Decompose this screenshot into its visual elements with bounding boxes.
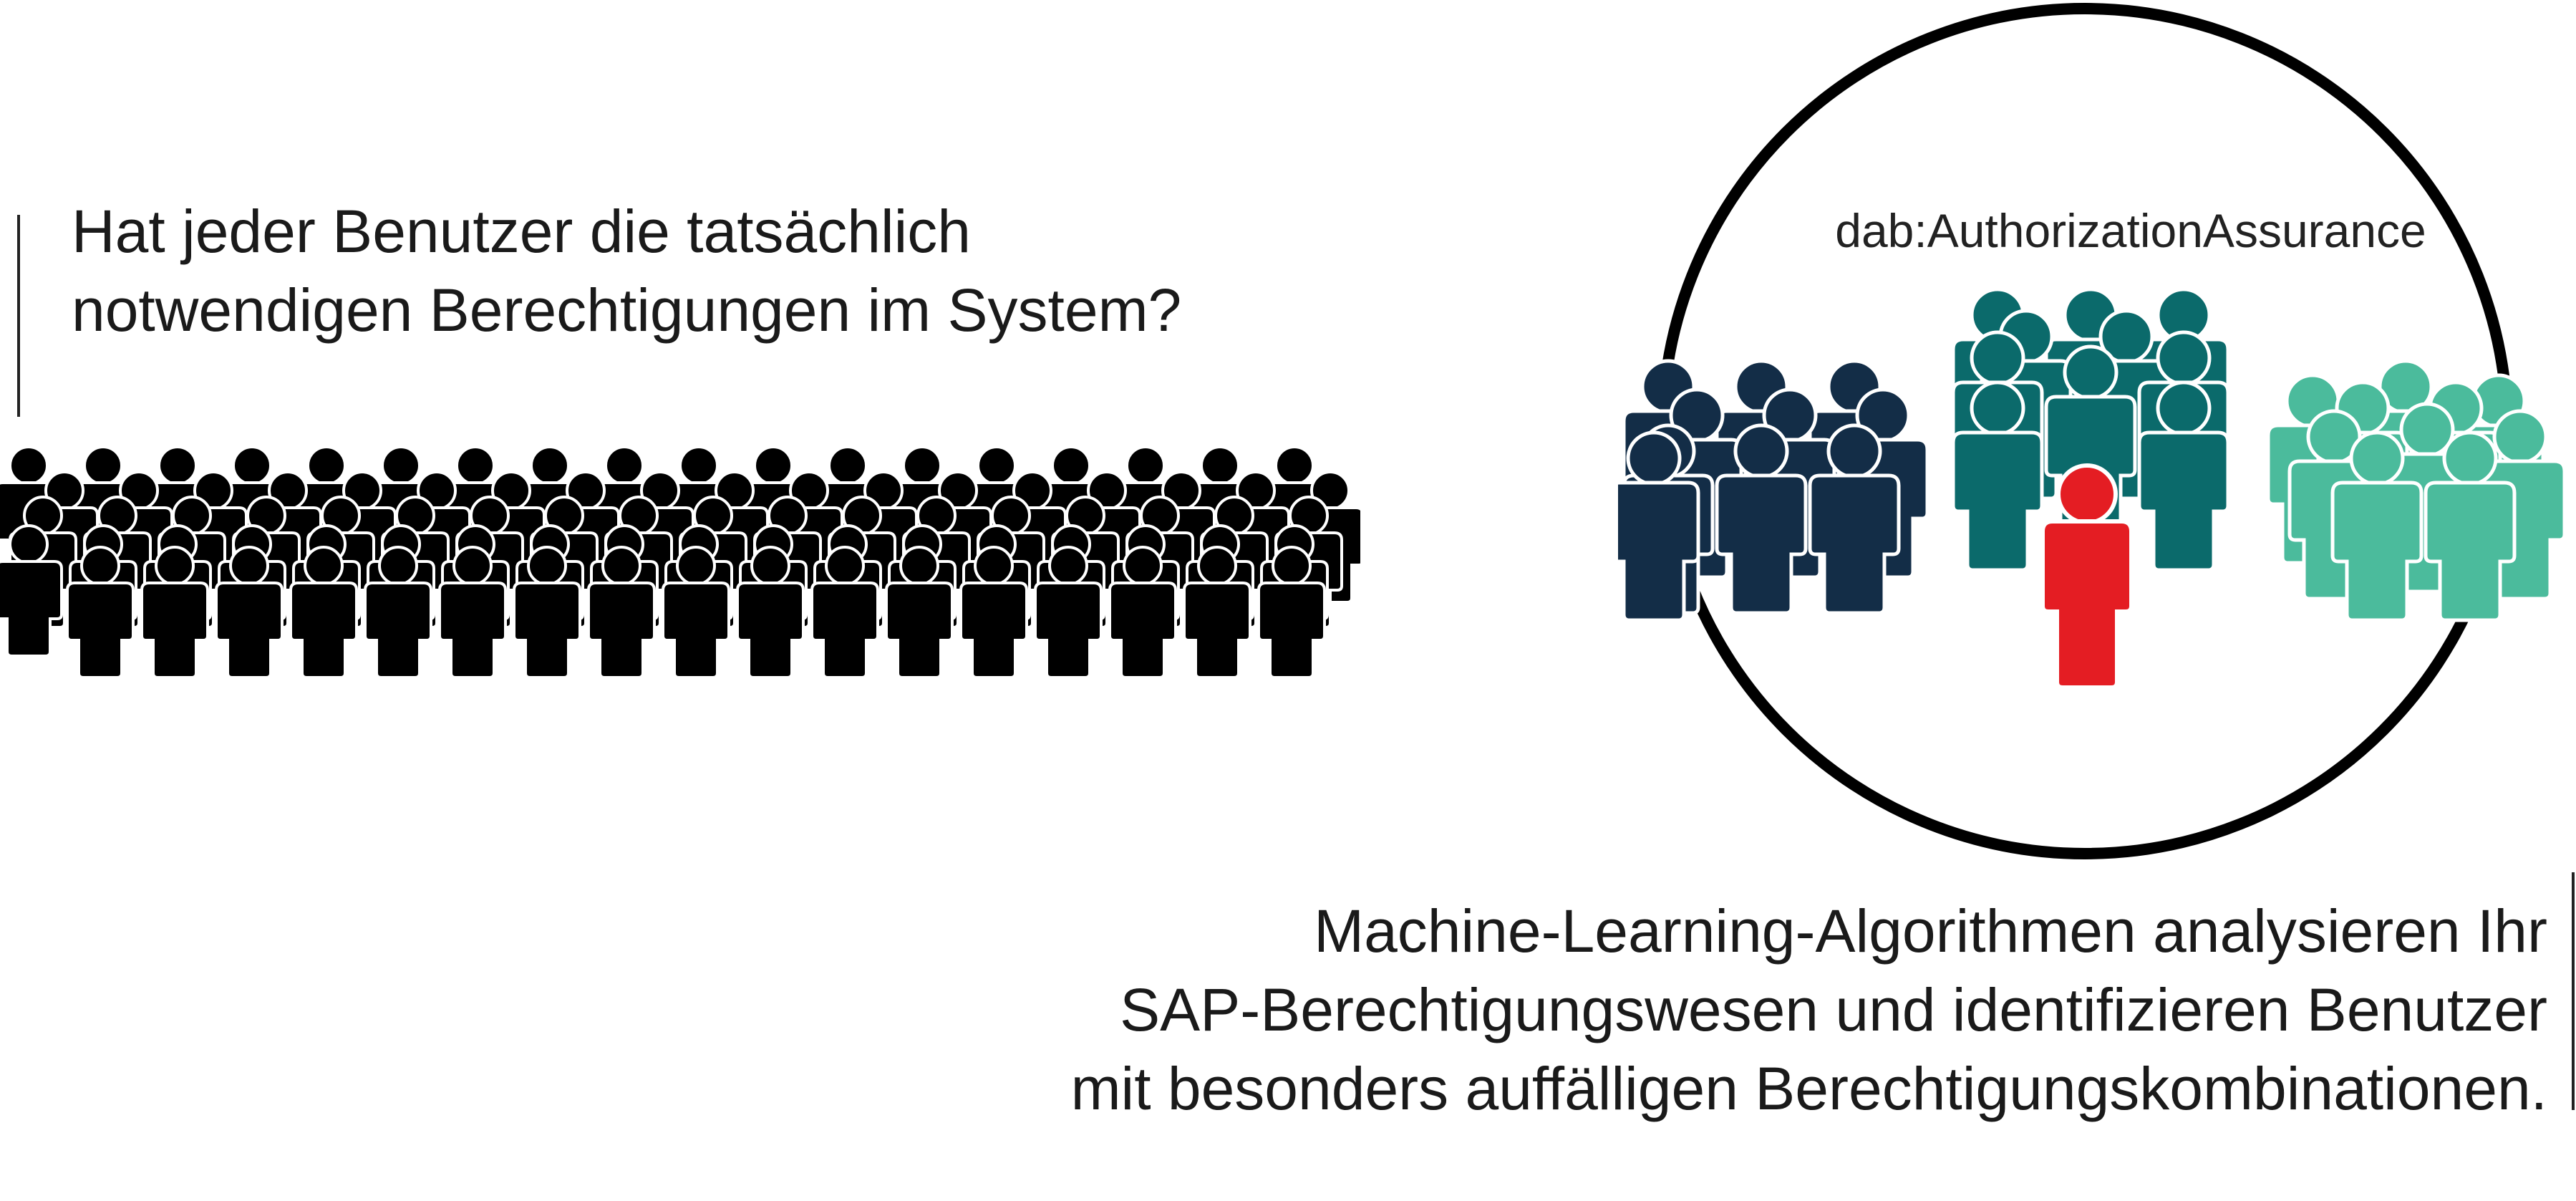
answer-line-3: mit besonders auffälligen Berechtigungsk… — [1070, 1055, 2547, 1122]
user-crowd-illustration — [0, 445, 1360, 679]
question-line-1: Hat jeder Benutzer die tatsächlich — [72, 198, 972, 265]
authorization-circle-graphic: dab:AuthorizationAssurance — [1618, 3, 2576, 859]
outlier-person-icon — [2040, 463, 2134, 690]
answer-line-1: Machine-Learning-Algorithmen analysieren… — [1314, 897, 2547, 965]
question-line-2: notwendigen Berechtigungen im System? — [72, 276, 1182, 344]
answer-line-2: SAP-Berechtigungswesen und identifiziere… — [1120, 976, 2547, 1043]
group-mint — [2268, 361, 2565, 620]
group-dark — [1618, 361, 1927, 620]
question-accent-bar — [17, 215, 20, 417]
brand-label: dab:AuthorizationAssurance — [1835, 204, 2426, 257]
answer-accent-bar — [2572, 872, 2575, 1110]
question-heading: Hat jeder Benutzer die tatsächlich notwe… — [72, 192, 1181, 349]
answer-text: Machine-Learning-Algorithmen analysieren… — [1071, 892, 2547, 1128]
